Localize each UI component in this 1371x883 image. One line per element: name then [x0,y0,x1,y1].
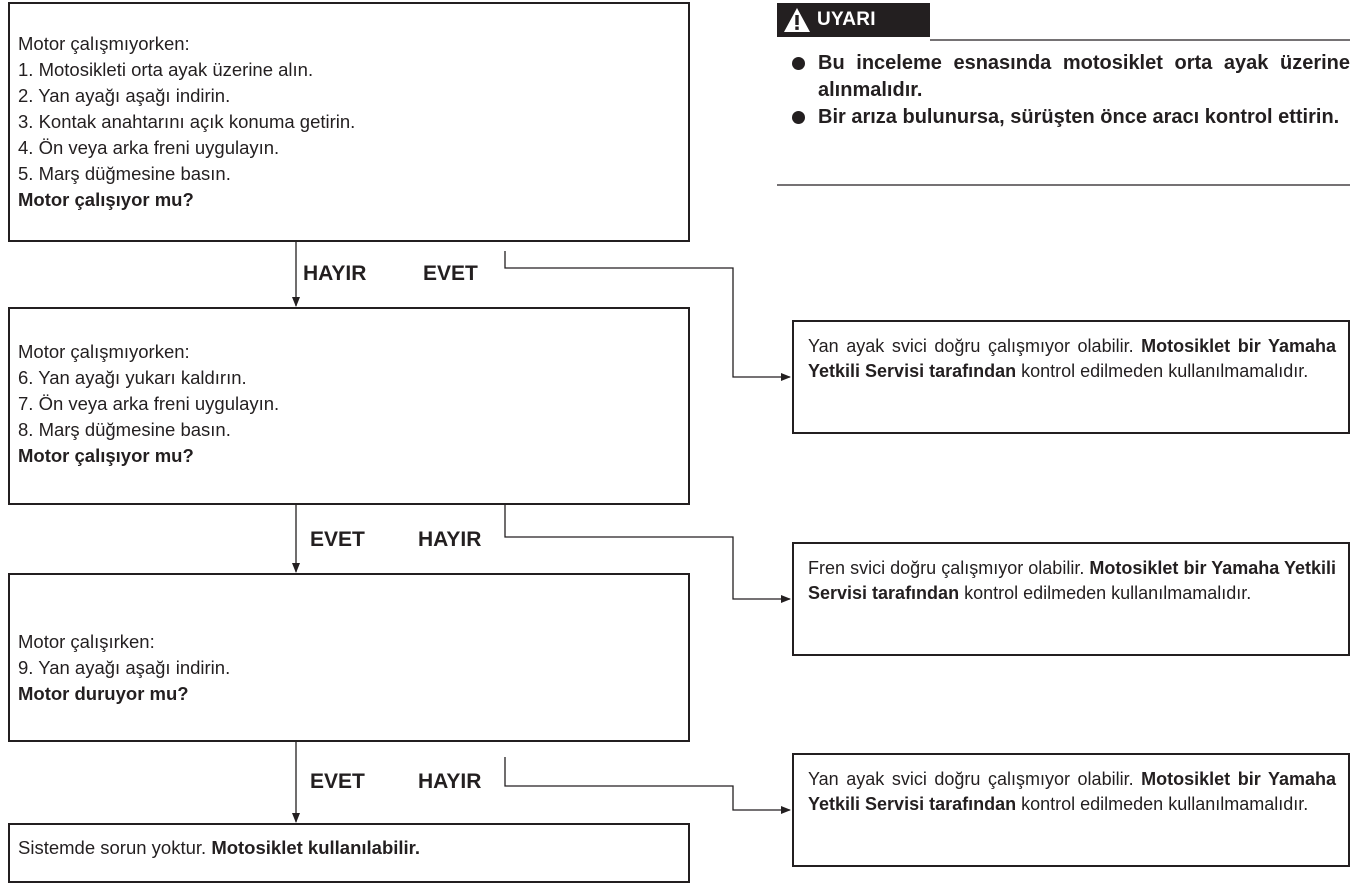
result-text: Yan ayak svici doğru çalışmıyor olabilir… [808,336,1134,356]
warning-badge: UYARI [777,3,930,37]
step1-heading: Motor çalışmıyorken: [18,33,190,54]
result-box-2: Fren svici doğru çalışmıyor olabilir. Mo… [792,542,1350,656]
arrow-step2-to-result2 [504,504,791,603]
step2-item: 7. Ön veya arka freni uygulayın. [18,393,280,414]
step1-item: 3. Kontak anahtarını açık konuma getirin… [18,111,356,132]
result-text: kontrol edilmeden kullanılmamalıdır. [1021,361,1309,381]
step2-box: Motor çalışmıyorken: 6. Yan ayağı yukarı… [8,307,690,505]
step2-item: 8. Marş düğmesine basın. [18,419,231,440]
step2-question: Motor çalışıyor mu? [18,445,194,466]
step1-item: 2. Yan ayağı aşağı indirin. [18,85,231,106]
step1-question: Motor çalışıyor mu? [18,189,194,210]
result-text: kontrol edilmeden kullanılmamalıdır. [964,583,1252,603]
arrow-step3-to-result3 [504,757,791,814]
final-text: Sistemde sorun yoktur. [18,837,207,858]
result-box-3: Yan ayak svici doğru çalışmıyor olabilir… [792,753,1350,867]
arrow-step1-to-result1 [504,251,791,381]
result-text: Fren svici doğru çalışmıyor olabilir. [808,558,1085,578]
step3-box: Motor çalışırken: 9. Yan ayağı aşağı ind… [8,573,690,742]
warning-item: Bu inceleme esnasında motosiklet orta ay… [790,50,1350,104]
step1-item: 1. Motosikleti orta ayak üzerine alın. [18,59,314,80]
step3-item: 9. Yan ayağı aşağı indirin. [18,657,231,678]
bullet-icon [792,111,805,124]
step2-item: 6. Yan ayağı yukarı kaldırın. [18,367,247,388]
result-bold-text: Motosiklet bir Yamaha Yetkili Servisi ta… [808,336,1336,381]
warning-item: Bir arıza bulunursa, sürüşten önce aracı… [790,104,1350,131]
step2-yes-label: EVET [310,528,365,551]
step2-no-label: HAYIR [418,528,482,551]
warning-title: UYARI [817,9,876,30]
step3-heading: Motor çalışırken: [18,631,155,652]
step3-no-label: HAYIR [418,770,482,793]
warning-item-text: Bu inceleme esnasında motosiklet orta ay… [818,52,1350,101]
result-text: Yan ayak svici doğru çalışmıyor olabilir… [808,769,1134,789]
final-box: Sistemde sorun yoktur. Motosiklet kullan… [8,823,690,883]
flowchart-connectors [292,39,1350,823]
warning-item-text: Bir arıza bulunursa, sürüşten önce aracı… [818,106,1340,128]
result-text: kontrol edilmeden kullanılmamalıdır. [1021,794,1309,814]
result-bold-text: Motosiklet bir Yamaha Yetkili Servisi ta… [808,769,1336,814]
step3-question: Motor duruyor mu? [18,683,189,704]
step1-item: 4. Ön veya arka freni uygulayın. [18,137,280,158]
step3-yes-label: EVET [310,770,365,793]
final-bold-text: Motosiklet kullanılabilir. [211,837,420,858]
step1-item: 5. Marş düğmesine basın. [18,163,231,184]
step2-heading: Motor çalışmıyorken: [18,341,190,362]
result-box-1: Yan ayak svici doğru çalışmıyor olabilir… [792,320,1350,434]
warning-triangle-icon [784,8,810,32]
step1-no-label: HAYIR [303,262,367,285]
warning-list: Bu inceleme esnasında motosiklet orta ay… [790,50,1350,131]
bullet-icon [792,57,805,70]
step1-yes-label: EVET [423,262,478,285]
result-bold-text: Motosiklet bir Yamaha Yetkili Servisi ta… [808,558,1336,603]
step1-box: Motor çalışmıyorken: 1. Motosikleti orta… [8,2,690,242]
